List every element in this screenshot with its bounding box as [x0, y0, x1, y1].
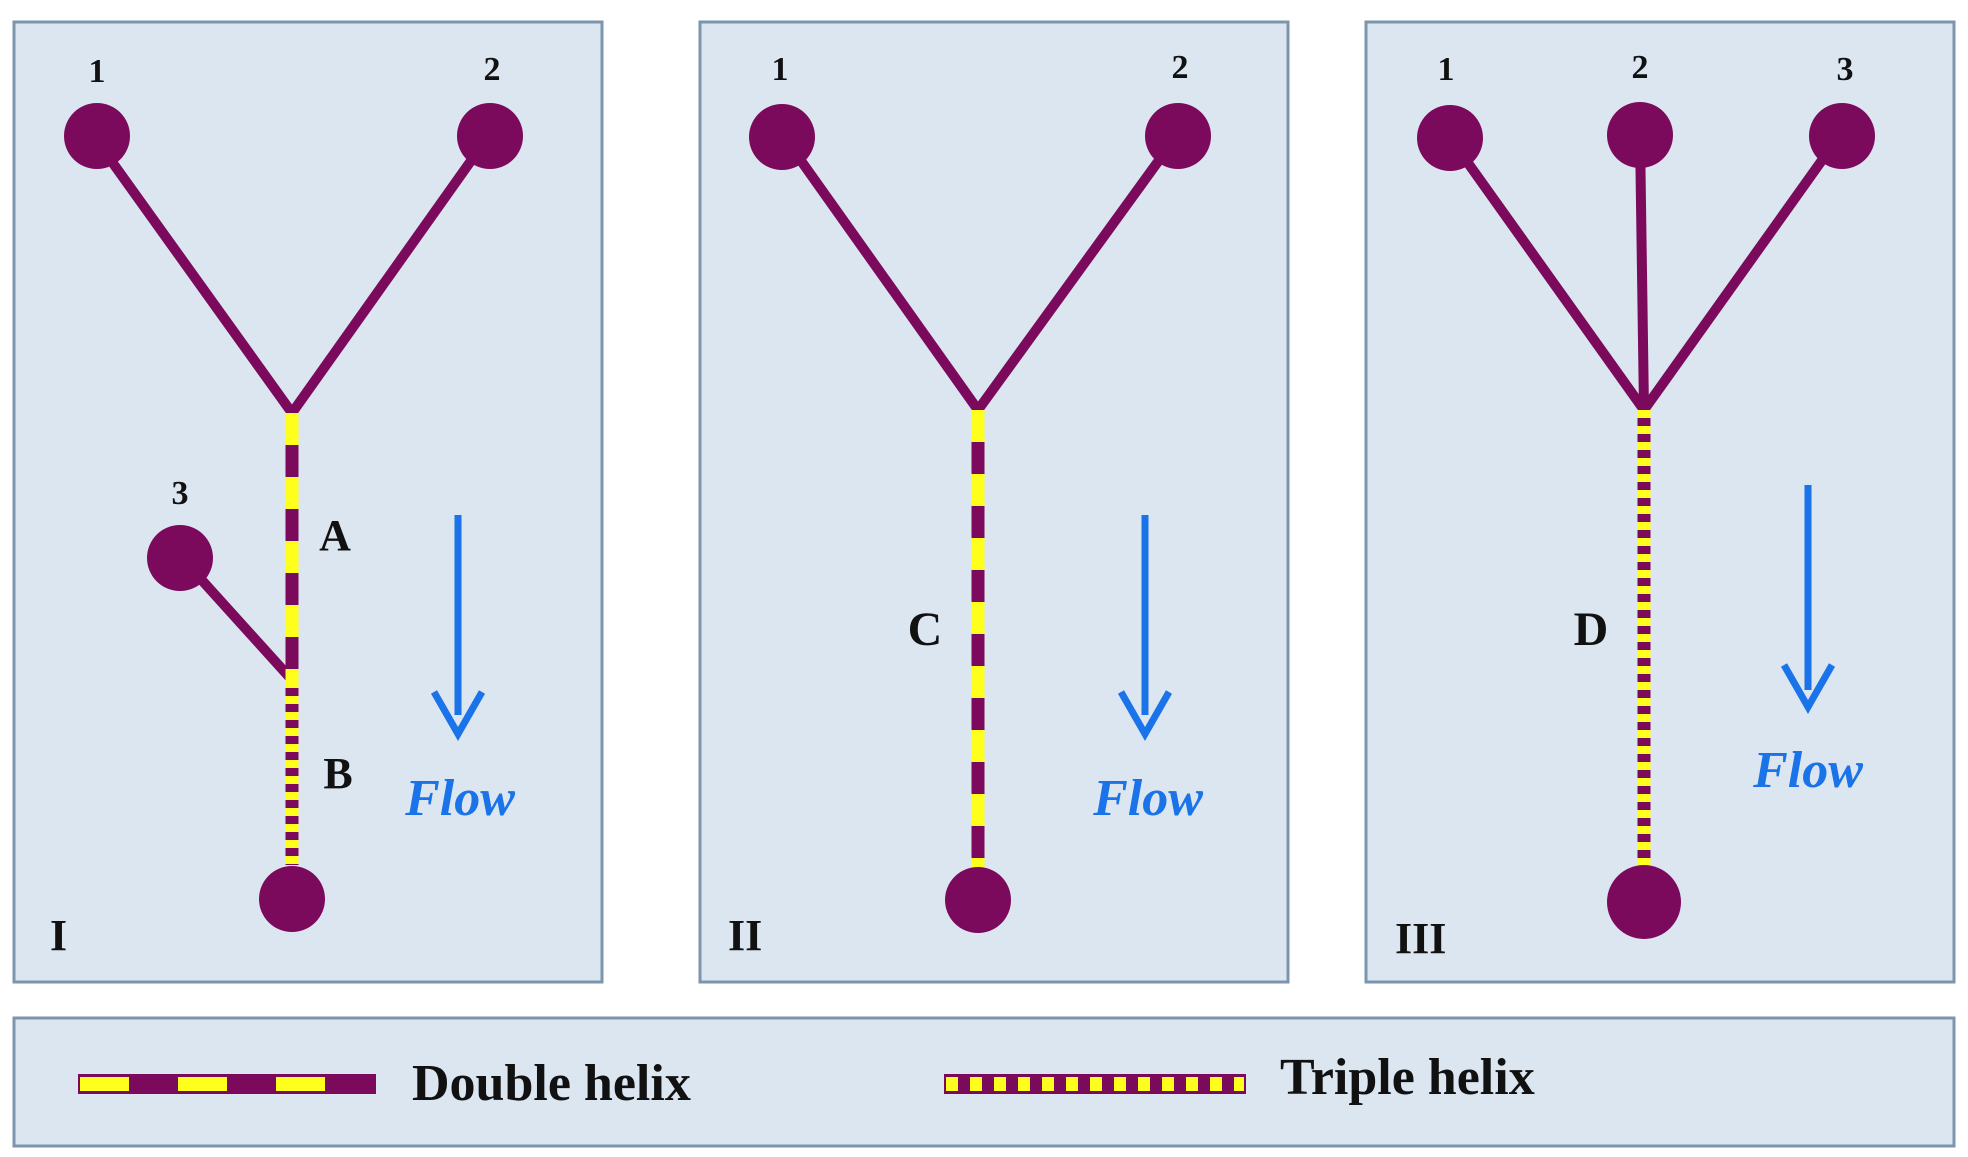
- panel-3: 1 2 3 D III Flow: [1364, 20, 1956, 984]
- panel-2-flow-label: Flow: [1092, 770, 1203, 827]
- panel-1-branch-1: [87, 129, 297, 418]
- panel-1-node-2: [457, 103, 523, 169]
- panel-2-node-1-label: 1: [772, 51, 789, 88]
- panel-3-background: [1364, 20, 1956, 984]
- panel-3-flow-label: Flow: [1752, 742, 1863, 799]
- panel-1-segment-a-label: A: [319, 511, 351, 560]
- panel-3-branch-3: [1639, 130, 1845, 415]
- panel-3-node-1: [1417, 105, 1483, 171]
- panel-1-background: [12, 20, 604, 984]
- legend-triple-helix-label: Triple helix: [1280, 1049, 1535, 1106]
- panel-3-node-2: [1607, 102, 1673, 168]
- panel-1-node-outlet: [259, 866, 325, 932]
- panel-1-node-3-label: 3: [172, 475, 189, 512]
- panel-3-node-3: [1809, 103, 1875, 169]
- panel-3-branch-2: [1635, 130, 1649, 415]
- legend-triple-helix-swatch: [944, 1074, 1246, 1094]
- panel-2-node-2-label: 2: [1172, 49, 1189, 86]
- panel-2: 1 2 C II Flow: [698, 20, 1290, 984]
- panel-3-node-outlet: [1607, 865, 1681, 939]
- panel-1-roman-numeral: I: [50, 911, 67, 960]
- panel-2-background: [698, 20, 1290, 984]
- panel-3-node-2-label: 2: [1632, 49, 1649, 86]
- panel-3-node-3-label: 3: [1837, 51, 1854, 88]
- panel-2-flow-arrow-icon: [1117, 515, 1173, 742]
- panel-1-flow-label: Flow: [404, 770, 515, 827]
- panel-1-branch-2: [287, 129, 495, 418]
- legend: Double helix Triple helix: [12, 1016, 1956, 1148]
- panel-3-node-1-label: 1: [1438, 51, 1455, 88]
- panel-1-node-1: [64, 103, 130, 169]
- panel-1-flow-arrow-icon: [430, 515, 486, 742]
- panel-3-flow-arrow-icon: [1780, 485, 1836, 715]
- panel-1-segment-b-label: B: [323, 749, 352, 798]
- panel-2-roman-numeral: II: [728, 911, 762, 960]
- panel-2-node-outlet: [945, 867, 1011, 933]
- panel-1-node-2-label: 2: [484, 51, 501, 88]
- panel-3-branch-1: [1443, 130, 1649, 415]
- panel-3-segment-d-label: D: [1574, 603, 1609, 656]
- panel-2-branch-1: [777, 129, 983, 415]
- panel-2-branch-2: [973, 129, 1183, 415]
- panel-2-segment-c-label: C: [908, 603, 943, 656]
- legend-double-helix-swatch: [78, 1074, 376, 1094]
- panel-2-node-2: [1145, 103, 1211, 169]
- panel-2-node-1: [749, 104, 815, 170]
- panel-3-roman-numeral: III: [1395, 914, 1446, 963]
- panel-1: 1 2 3 A B I Flow: [12, 20, 604, 984]
- panel-1-node-3: [147, 525, 213, 591]
- legend-double-helix-label: Double helix: [412, 1055, 691, 1112]
- panel-1-node-1-label: 1: [89, 53, 106, 90]
